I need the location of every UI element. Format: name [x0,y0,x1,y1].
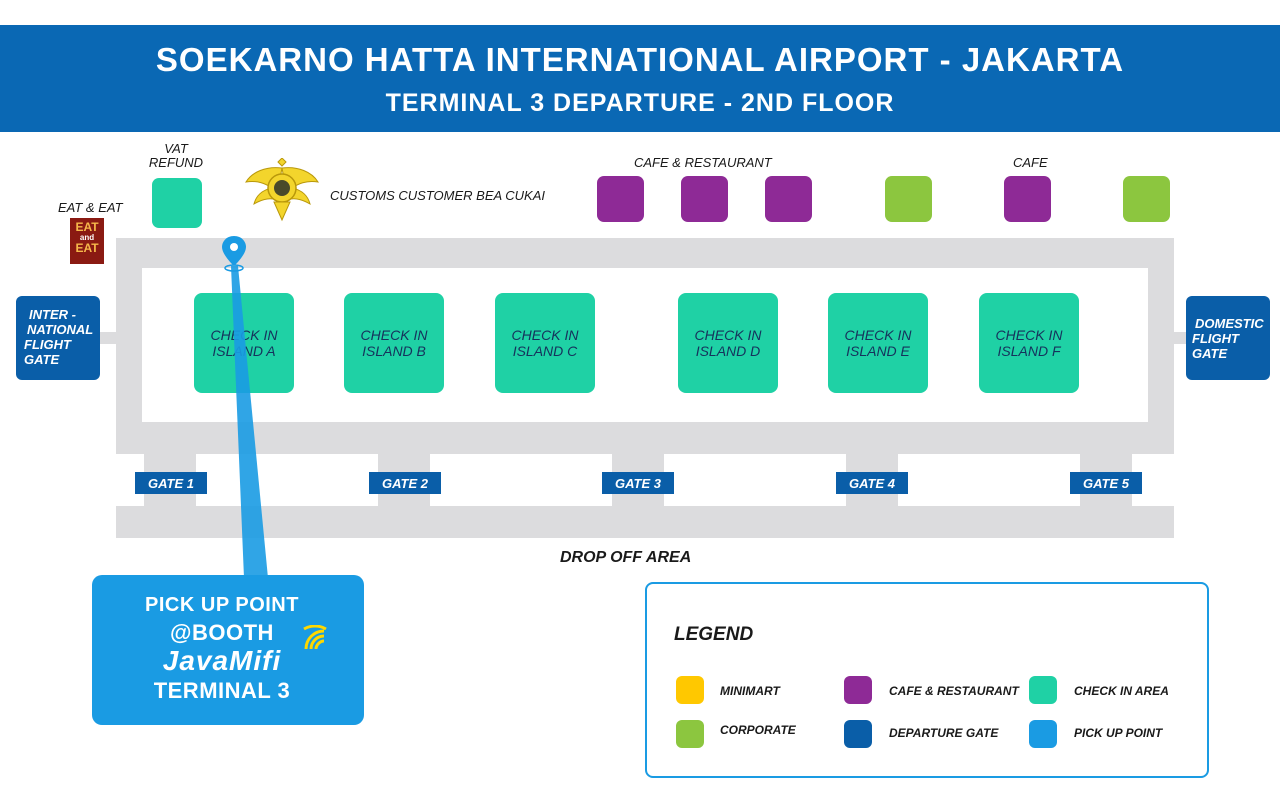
wifi-icon [303,625,327,650]
legend-swatch-pickup [1029,720,1057,748]
international-flight-gate[interactable]: INTER - NATIONAL FLIGHT GATE [16,296,100,380]
concourse-right [1148,238,1174,454]
cafe-restaurant-shop-2[interactable] [681,176,728,222]
legend-label-pickup: PICK UP POINT [1074,726,1163,740]
pickup-line-2: @BOOTH [170,620,274,645]
cafe-shop[interactable] [1004,176,1051,222]
pickup-brand: JavaMifi [162,645,282,676]
gate-2[interactable]: GATE 2 [369,472,441,494]
pickup-line-1: PICK UP POINT [145,594,299,616]
legend-swatch-minimart [676,676,704,704]
customs-label: CUSTOMS CUSTOMER BEA CUKAI [330,188,546,203]
legend-label-minimart: MINIMART [720,684,780,698]
map-subtitle: TERMINAL 3 DEPARTURE - 2ND FLOOR [385,89,895,117]
gate-1[interactable]: GATE 1 [135,472,207,494]
pickup-point-box[interactable]: PICK UP POINT @BOOTH JavaMifi TERMINAL 3 [92,575,364,725]
domestic-connector [1172,332,1188,344]
gate-5[interactable]: GATE 5 [1070,472,1142,494]
map-title: SOEKARNO HATTA INTERNATIONAL AIRPORT - J… [155,41,1125,78]
corporate-shop-2[interactable] [1123,176,1170,222]
dropoff-road [116,506,1174,538]
pickup-line-4: TERMINAL 3 [153,678,291,703]
location-pin-icon[interactable] [222,236,246,268]
gate-3[interactable]: GATE 3 [602,472,674,494]
map-header: SOEKARNO HATTA INTERNATIONAL AIRPORT - J… [0,25,1280,132]
legend-swatch-cafe [844,676,872,704]
concourse-bottom [116,422,1174,454]
legend-label-cafe: CAFE & RESTAURANT [889,684,1019,698]
gate-4[interactable]: GATE 4 [836,472,908,494]
concourse-left [116,238,142,454]
legend-swatch-corporate [676,720,704,748]
eat-and-eat-label: EAT & EAT [58,200,123,215]
customs-emblem-icon [245,158,319,222]
corporate-shop-1[interactable] [885,176,932,222]
cafe-restaurant-shop-1[interactable] [597,176,644,222]
legend-box: LEGEND MINIMART CAFE & RESTAURANT CHECK … [645,582,1209,778]
cafe-restaurant-shop-3[interactable] [765,176,812,222]
concourse-top [116,238,1174,268]
legend-label-corporate: CORPORATE [720,723,796,737]
legend-label-checkin: CHECK IN AREA [1074,684,1169,698]
drop-off-area-label: DROP OFF AREA [560,549,692,566]
legend-swatch-checkin [1029,676,1057,704]
legend-title: LEGEND [674,624,754,645]
cafe-label: CAFE [1013,155,1048,170]
domestic-flight-gate[interactable]: DOMESTIC FLIGHT GATE [1186,296,1270,380]
intl-connector [98,332,118,344]
vat-refund-booth[interactable] [152,178,202,228]
cafe-restaurant-label: CAFE & RESTAURANT [634,155,772,170]
eat-and-eat-logo: EAT and EAT [70,218,104,264]
legend-label-departure-gate: DEPARTURE GATE [889,726,999,740]
vat-refund-label: VAT REFUND [148,141,204,170]
legend-swatch-departure-gate [844,720,872,748]
